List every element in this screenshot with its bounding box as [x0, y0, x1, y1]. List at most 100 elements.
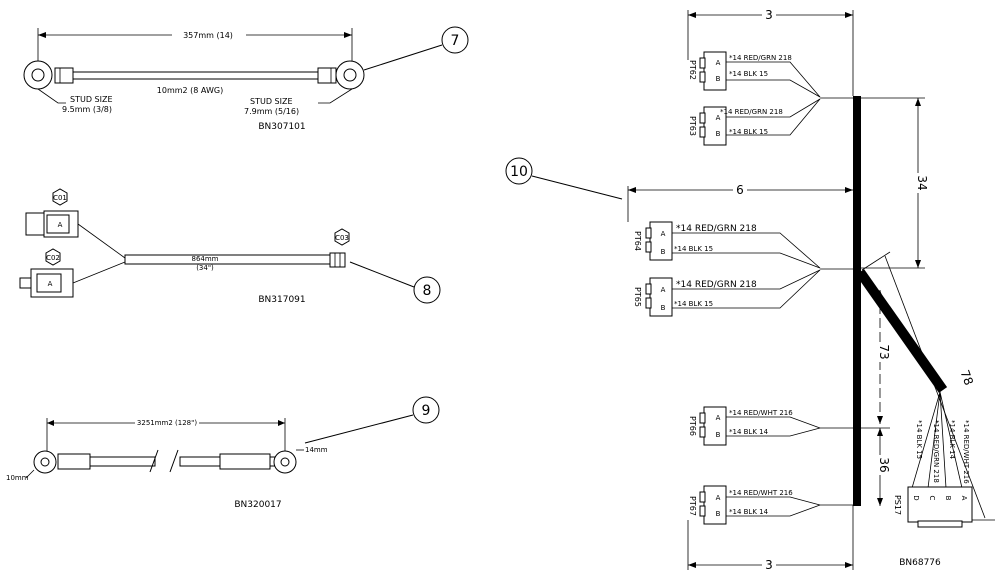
svg-text:B: B: [661, 304, 666, 312]
callout-leader-8: [349, 261, 415, 288]
stud-size-right-title: STUD SIZE: [250, 97, 293, 106]
connector-pt65: A B PT65 *14 RED/GRN 218 *14 BLK 15: [633, 269, 821, 317]
svg-text:*14 BLK 15: *14 BLK 15: [674, 245, 713, 253]
svg-text:10: 10: [510, 164, 528, 180]
part-number-7: BN307101: [258, 122, 305, 132]
svg-text:A: A: [960, 496, 968, 501]
arrow-left: [38, 32, 46, 38]
part-number-10: BN68776: [899, 558, 941, 568]
svg-text:73: 73: [877, 344, 891, 359]
svg-text:A: A: [716, 114, 721, 122]
svg-text:*14 RED/GRN 218: *14 RED/GRN 218: [720, 108, 783, 116]
sleeve-9-right: [219, 453, 271, 470]
svg-text:D: D: [912, 495, 920, 500]
svg-text:*14 RED/WHT 216: *14 RED/WHT 216: [729, 489, 793, 497]
sleeve-right: [317, 67, 337, 84]
stud-leader-left: [37, 88, 66, 104]
svg-text:B: B: [716, 75, 721, 83]
svg-text:7: 7: [451, 33, 460, 49]
cable-8: [124, 254, 331, 265]
callout-8: [413, 276, 441, 304]
svg-text:*14 RED/WHT 216: *14 RED/WHT 216: [962, 420, 970, 484]
connector-c03: [329, 252, 346, 268]
part-number-9: BN320017: [234, 500, 281, 510]
svg-text:6: 6: [736, 183, 744, 197]
tag-c03: [334, 228, 350, 246]
svg-text:C: C: [928, 496, 936, 501]
svg-text:864mm: 864mm: [192, 255, 219, 263]
svg-text:PT66: PT66: [688, 416, 697, 436]
stud-size-right-value: 7.9mm (5/16): [244, 107, 299, 116]
tag-c02: [45, 248, 61, 266]
stud-size-left-value: 9.5mm (3/8): [62, 105, 112, 114]
svg-text:*14 BLK 14: *14 BLK 14: [729, 508, 769, 516]
svg-text:C03: C03: [335, 234, 349, 242]
svg-text:3: 3: [765, 558, 773, 572]
svg-text:A: A: [716, 494, 721, 502]
harness-10: 10 3 6 3 34: [505, 8, 995, 572]
part-number-8: BN317091: [258, 295, 305, 305]
dim-label-9: 3251mm2 (128"): [137, 419, 197, 427]
connector-c01-shell: [25, 212, 47, 236]
svg-text:B: B: [716, 431, 721, 439]
harness-8: C01 A C02 A 864mm (34") C03 BN317091 8: [19, 188, 441, 305]
svg-text:PS17: PS17: [893, 495, 902, 515]
arrow-right: [344, 32, 352, 38]
harness-9: 3251mm2 (128") 14mm 10mm BN320017 9: [6, 396, 440, 510]
ps17-branch: [855, 269, 948, 393]
sleeve-9-left: [57, 453, 91, 470]
harness-7: 357mm (14) 10mm2 (8 AWG) STUD SIZE 9.5mm…: [23, 26, 469, 132]
callout-leader-10: [531, 175, 623, 200]
svg-text:*14 RED/GRN 218: *14 RED/GRN 218: [676, 280, 757, 290]
svg-text:A: A: [48, 280, 53, 288]
svg-text:8: 8: [423, 283, 432, 299]
callout-leader-7: [363, 44, 443, 71]
connector-pt67: A B PT67 *14 RED/WHT 216 *14 BLK 14: [688, 485, 853, 525]
svg-text:PT64: PT64: [633, 231, 642, 251]
svg-text:B: B: [944, 496, 952, 501]
svg-text:3: 3: [765, 8, 773, 22]
svg-text:*14 RED/GRN 218: *14 RED/GRN 218: [932, 420, 940, 483]
svg-text:B: B: [716, 130, 721, 138]
svg-text:C01: C01: [53, 194, 67, 202]
svg-text:*14 BLK 15: *14 BLK 15: [729, 128, 768, 136]
connector-ps17: A B C D *14 RED/WHT 216 *14 BLK 14 *14 R…: [893, 391, 973, 528]
sleeve-left: [54, 67, 74, 84]
connector-pt66: A B PT66 *14 RED/WHT 216 *14 BLK 14: [688, 406, 853, 446]
svg-text:B: B: [716, 510, 721, 518]
svg-text:A: A: [716, 59, 721, 67]
svg-text:A: A: [58, 221, 63, 229]
connector-pt64: A B PT64 *14 RED/GRN 218 *14 BLK 15: [633, 221, 821, 269]
dim-10mm: 10mm: [6, 474, 29, 482]
dim-14mm: 14mm: [305, 446, 328, 454]
cable-break: [149, 449, 179, 473]
svg-text:78: 78: [958, 368, 976, 387]
svg-text:*14 BLK 14: *14 BLK 14: [948, 420, 956, 460]
callout-9: [412, 396, 440, 424]
stud-leader-right: [318, 88, 353, 104]
dim-78: [884, 255, 986, 519]
svg-text:*14 BLK 15: *14 BLK 15: [915, 420, 923, 459]
svg-text:A: A: [661, 286, 666, 294]
svg-text:36: 36: [877, 457, 891, 472]
svg-text:9: 9: [422, 403, 431, 419]
svg-text:PT67: PT67: [688, 496, 697, 516]
wire-spec-7: 10mm2 (8 AWG): [157, 86, 223, 95]
svg-text:*14 RED/WHT 216: *14 RED/WHT 216: [729, 409, 793, 417]
svg-text:B: B: [661, 248, 666, 256]
svg-text:*14 RED/GRN 218: *14 RED/GRN 218: [676, 224, 757, 234]
svg-text:*14 BLK 15: *14 BLK 15: [729, 70, 768, 78]
connector-pt63: A B PT63 *14 RED/GRN 218 *14 BLK 15: [688, 98, 821, 146]
svg-text:A: A: [716, 414, 721, 422]
svg-text:C02: C02: [46, 254, 60, 262]
svg-text:34: 34: [915, 175, 929, 190]
svg-text:*14 RED/GRN 218: *14 RED/GRN 218: [729, 54, 792, 62]
tag-c01: [52, 188, 68, 206]
svg-text:PT65: PT65: [633, 287, 642, 307]
callout-7: [441, 26, 469, 54]
cable-7: [69, 71, 321, 80]
connector-pt62: A B PT62 *14 RED/GRN 218 *14 BLK 15: [688, 51, 821, 98]
callout-leader-9: [304, 414, 414, 444]
svg-text:PT62: PT62: [688, 60, 697, 80]
